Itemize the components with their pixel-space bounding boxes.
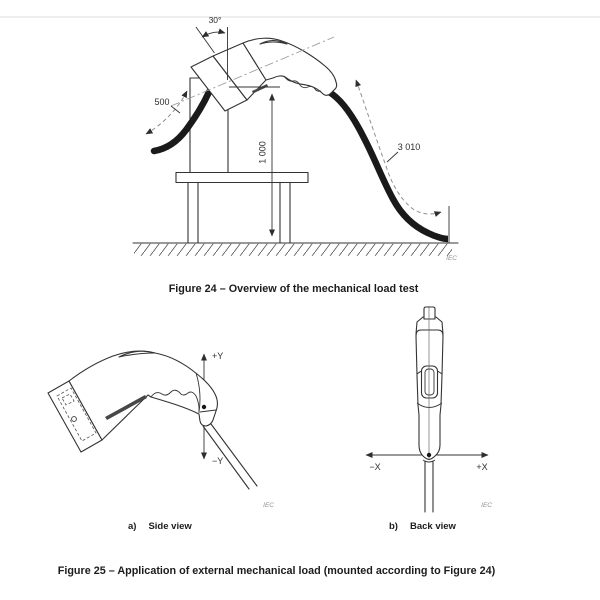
side-view-title: Side view	[148, 521, 192, 532]
grip-ridges-side	[150, 389, 200, 413]
side-view-index: a)	[128, 521, 137, 532]
grip-separation-line	[195, 372, 201, 413]
hidden-socket	[61, 393, 75, 406]
hidden-pin	[71, 416, 77, 422]
table-top	[175, 171, 309, 184]
cable-edge-2	[210, 423, 258, 487]
table-leg-right	[279, 181, 291, 244]
figure25-caption: Figure 25 – Application of external mech…	[57, 565, 496, 577]
x-axis-negative-label: −X	[369, 462, 380, 472]
cable-length-dimension: 3 010	[355, 79, 450, 243]
latch-button-outer	[420, 365, 439, 399]
cable-side	[202, 423, 258, 490]
y-axis-positive-label: +Y	[212, 351, 223, 361]
load-point-dot	[201, 404, 207, 410]
angle-dimension: 30°	[195, 15, 228, 80]
swing-label: 500	[154, 97, 169, 107]
collar-line	[199, 409, 217, 413]
figure25-side-view: +Y −Y IEC	[47, 350, 274, 509]
side-view-subcaption: a) Side view	[128, 521, 192, 532]
cable-length-label: 3 010	[398, 142, 421, 152]
back-view-title: Back view	[409, 521, 456, 532]
angle-arc	[201, 28, 226, 38]
figure24-diagram: 30° 1 000 500 3 010 IEC	[132, 15, 459, 262]
swing-dimension: 500	[145, 90, 188, 135]
x-axis-positive-label: +X	[476, 462, 487, 472]
hidden-contour	[56, 387, 97, 442]
iec-credit-side: IEC	[263, 502, 274, 509]
swing-leader	[170, 105, 181, 114]
iec-credit-back: IEC	[481, 502, 492, 509]
latch-lever-strip	[252, 84, 268, 94]
latch-lever-strip-side	[105, 395, 147, 420]
center-axis-line	[170, 36, 335, 107]
latch-bump	[259, 39, 288, 45]
y-axis-negative-label: −Y	[212, 456, 223, 466]
cable-edge-1	[202, 425, 250, 490]
test-bench	[175, 171, 309, 244]
back-view-subcaption: b) Back view	[389, 521, 456, 532]
height-dimension: 1 000	[229, 86, 280, 237]
table-leg-left	[187, 181, 199, 244]
connector-body	[242, 37, 338, 96]
back-view-index: b)	[389, 521, 398, 532]
face-hidden-details	[56, 387, 97, 442]
figure24-caption: Figure 24 – Overview of the mechanical l…	[168, 283, 419, 295]
latch-button-inner	[424, 368, 435, 396]
cable-back	[422, 459, 436, 513]
iec-credit-fig24: IEC	[446, 255, 457, 262]
cable-length-arc	[355, 79, 442, 217]
grip-ridges	[283, 75, 322, 92]
ground-hatching	[134, 243, 452, 256]
height-label: 1 000	[258, 141, 268, 164]
cable-right-main	[327, 89, 449, 243]
strain-relief-arc	[422, 459, 436, 463]
cable-length-leader	[386, 151, 399, 163]
latch-bump-side	[118, 350, 156, 358]
angle-label: 30°	[209, 15, 222, 25]
angle-tilted-ref	[195, 26, 215, 54]
load-point-dot-back	[426, 452, 432, 458]
figure25-back-view: −X +X IEC	[365, 306, 492, 513]
top-tab	[423, 306, 436, 320]
